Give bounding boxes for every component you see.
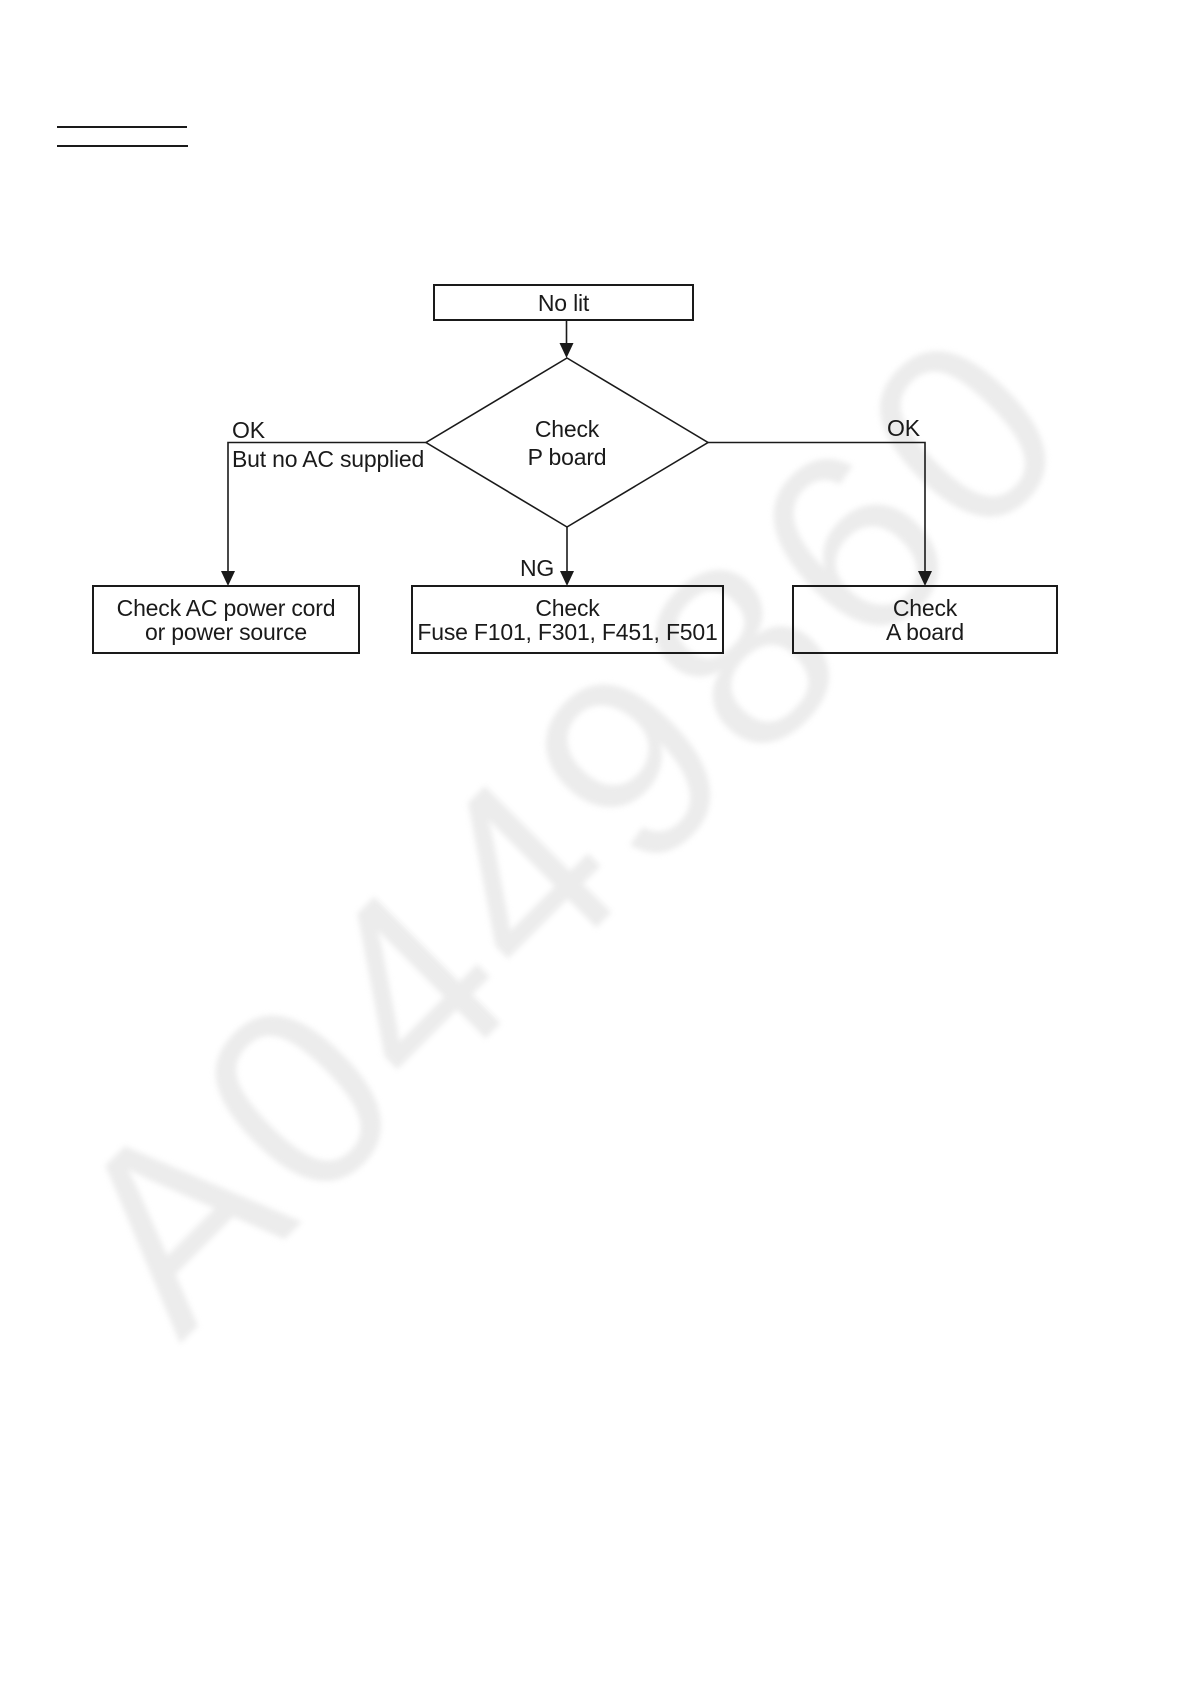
arrowhead-middle [560,571,574,586]
decision-line-2: P board [527,444,607,470]
left-branch-sub-label: But no AC supplied [232,446,425,472]
middle-outcome-line-1: Check [535,594,600,621]
right-outcome-line-1: Check [892,594,958,621]
left-branch-ok-label: OK [232,417,265,443]
right-branch-ok-label: OK [887,415,920,441]
arrowhead-into-diamond [559,343,574,358]
arrowhead-left [221,571,235,586]
middle-outcome-label: Check Fuse F101, F301, F451, F501 [412,586,723,653]
left-outcome-box [92,585,360,654]
arrowhead-right [918,571,932,586]
decision-diamond-label: Check P board [467,415,667,471]
ng-label: NG [520,555,555,581]
start-box-text: No lit [537,289,590,316]
right-outcome-line-2: A board [886,618,964,645]
left-outcome-line-2: or power source [145,618,307,645]
left-outcome-label: Check AC power cord or power source [93,586,359,653]
middle-outcome-box [411,585,724,654]
decision-line-1: Check [534,416,600,442]
right-outcome-label: Check A board [793,586,1057,653]
middle-outcome-line-2: Fuse F101, F301, F451, F501 [417,618,718,645]
start-box [433,284,694,321]
connector-left-branch [227,441,426,573]
connector-right-branch [708,441,926,573]
start-box-label: No lit [434,285,693,320]
left-outcome-line-1: Check AC power cord [116,594,336,621]
